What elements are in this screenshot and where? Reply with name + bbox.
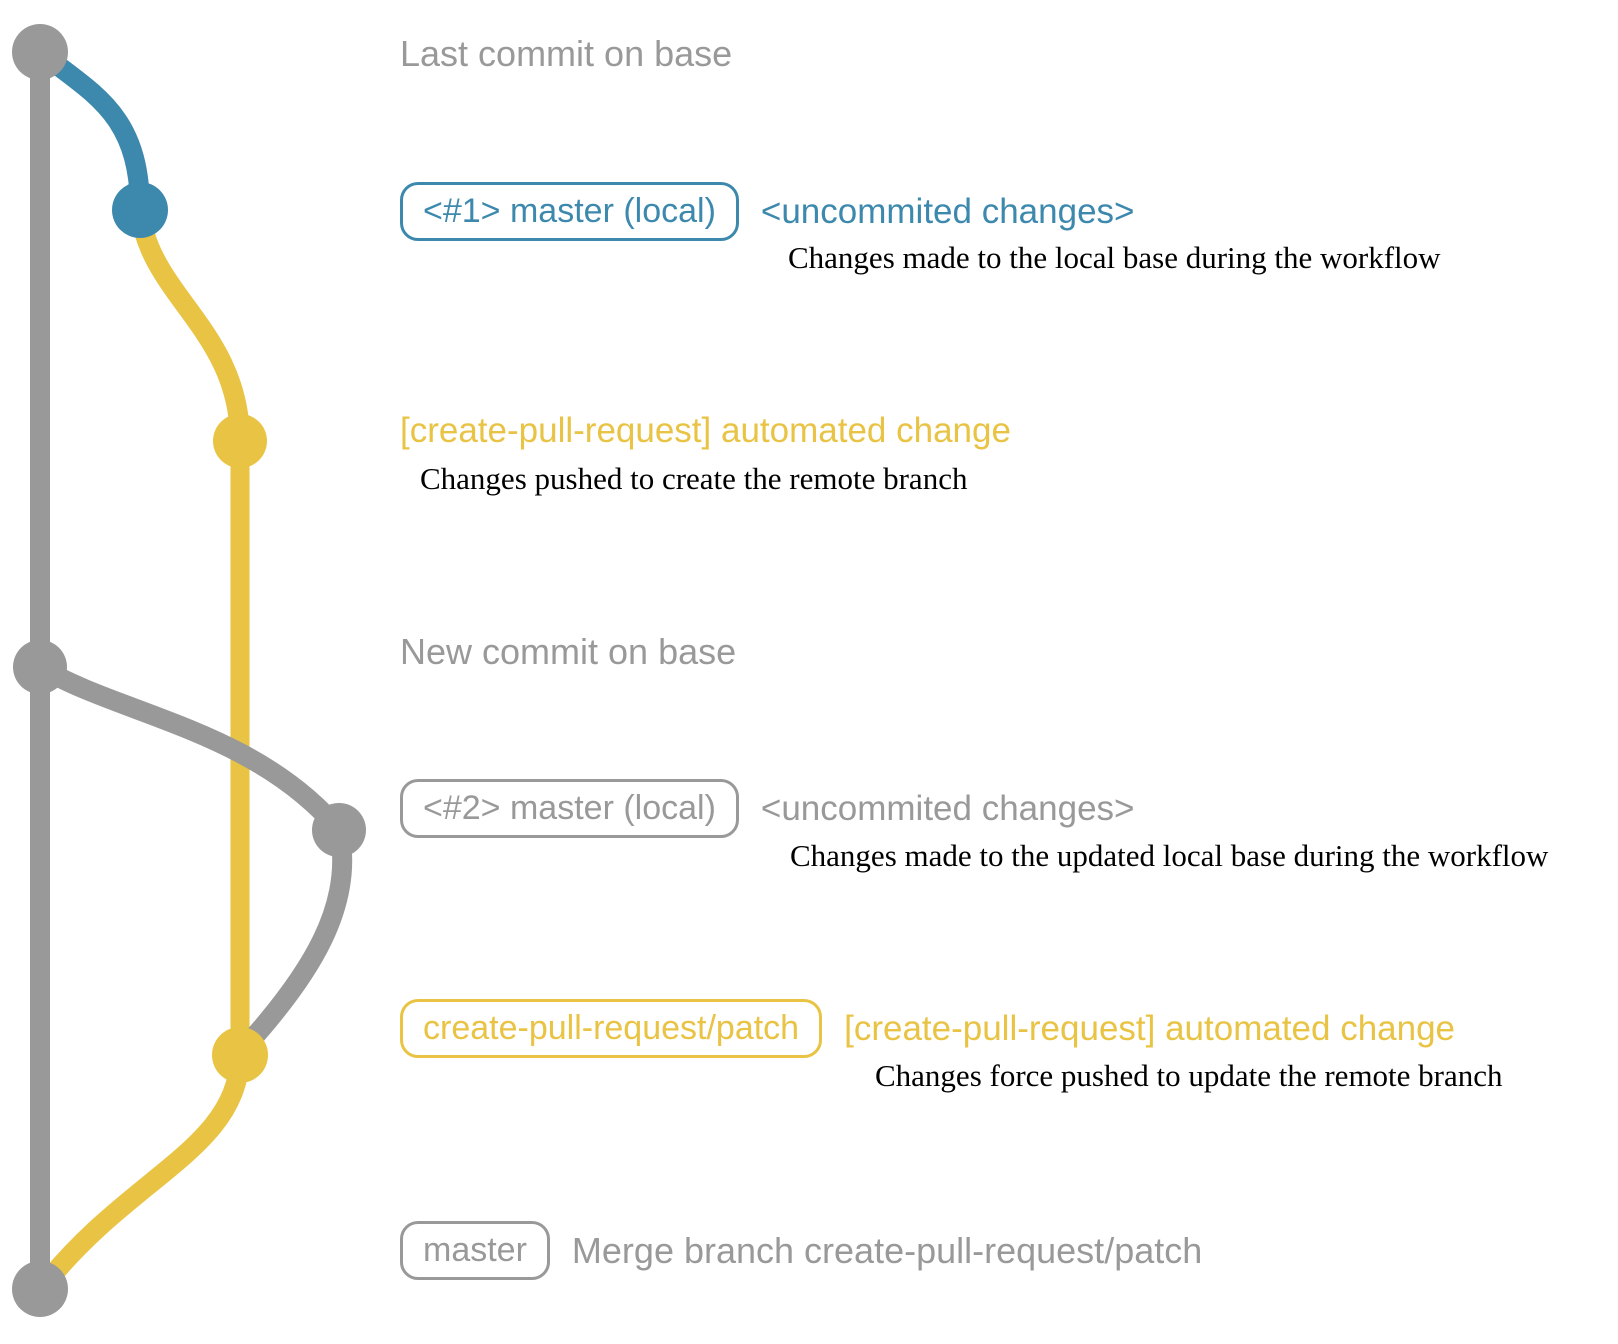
commit-dot-merge <box>12 1261 68 1317</box>
local-commit-1-row: <#1> master (local) <uncommited changes> <box>400 182 1134 241</box>
commit-dot-remote-2 <box>212 1027 268 1083</box>
commit-dot-local-1 <box>112 182 168 238</box>
branch-line-merge <box>32 1045 250 1298</box>
branch-line-local-2 <box>30 657 349 840</box>
local-commit-2-note: Changes made to the updated local base d… <box>790 838 1549 873</box>
local-commit-2-row: <#2> master (local) <uncommited changes> <box>400 779 1134 838</box>
branch-badge-master-local-2: <#2> master (local) <box>400 779 739 838</box>
branch-badge-create-pull-request-patch: create-pull-request/patch <box>400 999 823 1058</box>
commit-dot-local-2 <box>312 803 366 857</box>
commit-dot-remote-1 <box>213 414 267 468</box>
branch-badge-master: master <box>400 1221 550 1280</box>
branch-line-create-pull-request-1 <box>130 200 250 451</box>
merge-commit-message: Merge branch create-pull-request/patch <box>571 1229 1203 1271</box>
branch-line-local-2-rebase <box>236 820 353 1056</box>
automated-change-label-2: [create-pull-request] automated change <box>844 1008 1456 1048</box>
commit-dot-last-base <box>12 24 68 80</box>
local-commit-1-note: Changes made to the local base during th… <box>788 240 1441 275</box>
commit-graph <box>12 24 366 1317</box>
automated-change-label-1: [create-pull-request] automated change <box>400 411 1011 450</box>
push-1-note: Changes pushed to create the remote bran… <box>420 461 968 496</box>
merge-row: master Merge branch create-pull-request/… <box>400 1221 1202 1280</box>
uncommitted-changes-label-1: <uncommited changes> <box>760 191 1135 231</box>
branch-badge-master-local-1: <#1> master (local) <box>400 182 739 241</box>
push-2-note: Changes force pushed to update the remot… <box>875 1058 1503 1093</box>
uncommitted-changes-label-2: <uncommited changes> <box>760 788 1135 828</box>
last-commit-title: Last commit on base <box>400 33 733 74</box>
patch-branch-row: create-pull-request/patch [create-pull-r… <box>400 999 1455 1058</box>
new-commit-title: New commit on base <box>400 631 737 672</box>
branch-line-local-1 <box>30 42 150 220</box>
commit-dot-new-base <box>13 640 67 694</box>
